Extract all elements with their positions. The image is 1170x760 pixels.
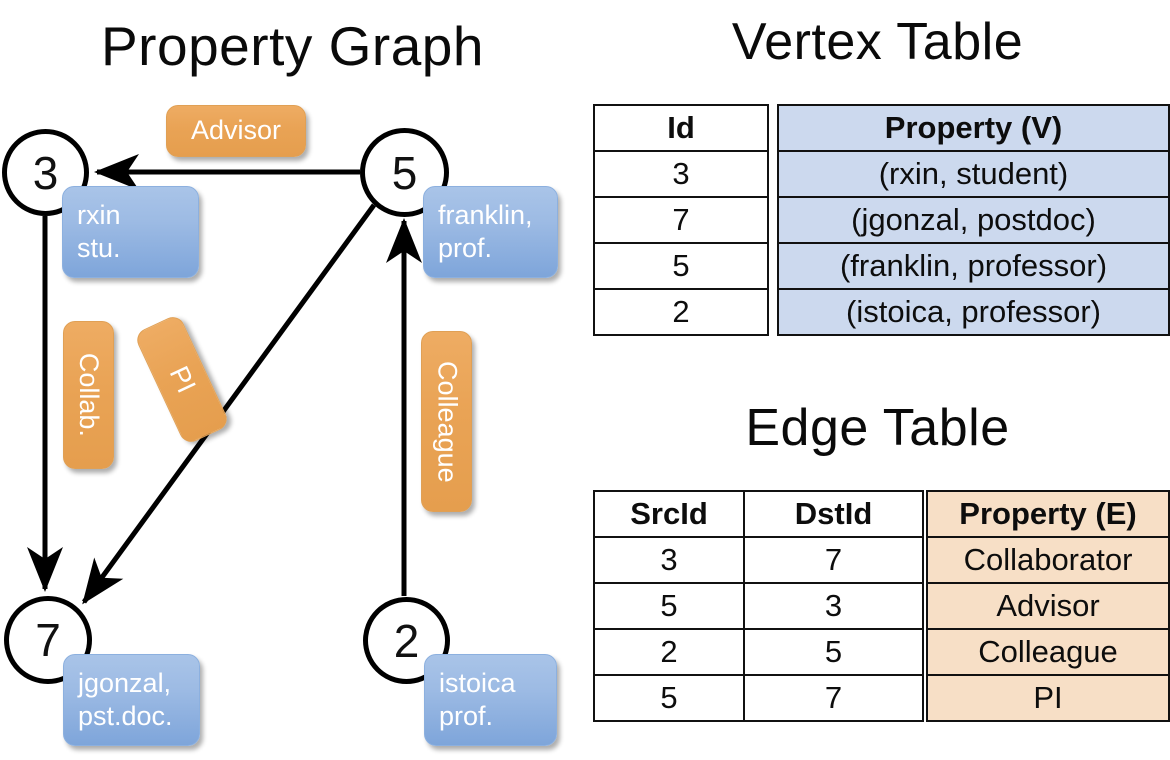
vertex-table-header-row: Id	[593, 104, 769, 152]
edge-property-box-advisor[interactable]: Advisor	[166, 105, 306, 157]
edge-table-cell-property: Advisor	[926, 582, 1170, 630]
edge-table-cell-dstid: 3	[743, 582, 924, 630]
edge-table-cell-property: Colleague	[926, 628, 1170, 676]
vertex-property-box-rxin[interactable]: rxin stu.	[62, 186, 199, 278]
vertex-box-istoica-line2: prof.	[439, 701, 494, 731]
edge-property-box-collab[interactable]: Collab.	[63, 321, 114, 469]
edge-table-cell-srcid: 2	[593, 628, 745, 676]
edge-box-collab-label: Collab.	[74, 352, 105, 438]
edge-table-cell-dstid: 7	[743, 536, 924, 584]
edge-box-pi-label: PI	[163, 361, 202, 398]
page-title-vertex-table: Vertex Table	[731, 13, 1024, 71]
vertex-table-property-column: Property (V) (rxin, student) (jgonzal, p…	[777, 104, 1170, 336]
table-row[interactable]: (jgonzal, postdoc)	[777, 196, 1170, 244]
graph-node-2[interactable]: 2	[363, 597, 450, 684]
edge-table-cell-srcid: 5	[593, 674, 745, 722]
edge-table-header-dstid: DstId	[743, 490, 924, 538]
table-row[interactable]: (franklin, professor)	[777, 242, 1170, 290]
edge-property-box-colleague[interactable]: Colleague	[421, 331, 472, 512]
graph-node-2-label: 2	[393, 614, 420, 667]
vertex-table-cell-property: (franklin, professor)	[777, 242, 1170, 290]
edge-line-pi	[81, 203, 377, 605]
vertex-table-header-property: Property (V)	[777, 104, 1170, 152]
table-row[interactable]: Collaborator	[926, 536, 1170, 584]
table-row[interactable]: PI	[926, 674, 1170, 722]
vertex-table-cell-id: 7	[593, 196, 769, 244]
table-row[interactable]: 5 3	[593, 582, 924, 630]
edge-table-header-row: Property (E)	[926, 490, 1170, 538]
edge-box-advisor-label: Advisor	[190, 115, 282, 146]
page-title-property-graph: Property Graph	[100, 15, 484, 77]
edge-table-cell-property: Collaborator	[926, 536, 1170, 584]
table-row[interactable]: (rxin, student)	[777, 150, 1170, 198]
edge-table-header-property: Property (E)	[926, 490, 1170, 538]
table-row[interactable]: (istoica, professor)	[777, 288, 1170, 336]
vertex-property-box-istoica[interactable]: istoica prof.	[424, 654, 557, 746]
graph-edge-lines	[26, 153, 423, 605]
vertex-table-cell-id: 3	[593, 150, 769, 198]
vertex-table-cell-property: (jgonzal, postdoc)	[777, 196, 1170, 244]
vertex-table-cell-property: (istoica, professor)	[777, 288, 1170, 336]
vertex-table: Id 3 7 5 2	[593, 104, 769, 336]
page-title-edge-table: Edge Table	[745, 399, 1010, 457]
vertex-table-cell-id: 5	[593, 242, 769, 290]
vertex-box-istoica-line1: istoica	[439, 668, 516, 699]
edge-table-cell-srcid: 5	[593, 582, 745, 630]
edge-table-cell-property: PI	[926, 674, 1170, 722]
edge-table-cell-dstid: 5	[743, 628, 924, 676]
table-row[interactable]: Colleague	[926, 628, 1170, 676]
graph-node-5[interactable]: 5	[360, 128, 449, 217]
edge-table-property-column: Property (E) Collaborator Advisor Collea…	[926, 490, 1170, 722]
table-row[interactable]: 5 7	[593, 674, 924, 722]
vertex-box-rxin-line2: stu.	[77, 233, 121, 263]
vertex-box-jgonzal-line1: jgonzal,	[78, 668, 172, 699]
vertex-box-rxin-line1: rxin	[77, 200, 121, 231]
vertex-box-franklin-line1: franklin,	[438, 200, 533, 231]
edge-table-header-srcid: SrcId	[593, 490, 745, 538]
edge-table-cell-srcid: 3	[593, 536, 745, 584]
vertex-table-cell-property: (rxin, student)	[777, 150, 1170, 198]
property-graph-diagram: 3 5 7 2 rxin stu. franklin, prof. jgonza…	[2, 105, 558, 746]
vertex-table-cell-id: 2	[593, 288, 769, 336]
edge-table-header-row: SrcId DstId	[593, 490, 924, 538]
vertex-table-header-row: Property (V)	[777, 104, 1170, 152]
vertex-box-franklin-line2: prof.	[438, 233, 493, 263]
vertex-box-jgonzal-line2: pst.doc.	[78, 701, 173, 731]
edge-box-colleague-label: Colleague	[432, 360, 463, 483]
table-row[interactable]: 5	[593, 242, 769, 290]
vertex-property-box-franklin[interactable]: franklin, prof.	[423, 186, 558, 278]
table-row[interactable]: Advisor	[926, 582, 1170, 630]
table-row[interactable]: 3	[593, 150, 769, 198]
graph-node-5-label: 5	[391, 146, 418, 199]
table-row[interactable]: 2 5	[593, 628, 924, 676]
edge-table-cell-dstid: 7	[743, 674, 924, 722]
graph-node-7-label: 7	[35, 614, 61, 666]
table-row[interactable]: 2	[593, 288, 769, 336]
edge-table: SrcId DstId 3 7 5 3 2 5 5 7	[593, 490, 924, 722]
table-row[interactable]: 7	[593, 196, 769, 244]
table-row[interactable]: 3 7	[593, 536, 924, 584]
graph-node-3-label: 3	[32, 146, 59, 199]
vertex-property-box-jgonzal[interactable]: jgonzal, pst.doc.	[63, 654, 200, 746]
vertex-table-header-id: Id	[593, 104, 769, 152]
